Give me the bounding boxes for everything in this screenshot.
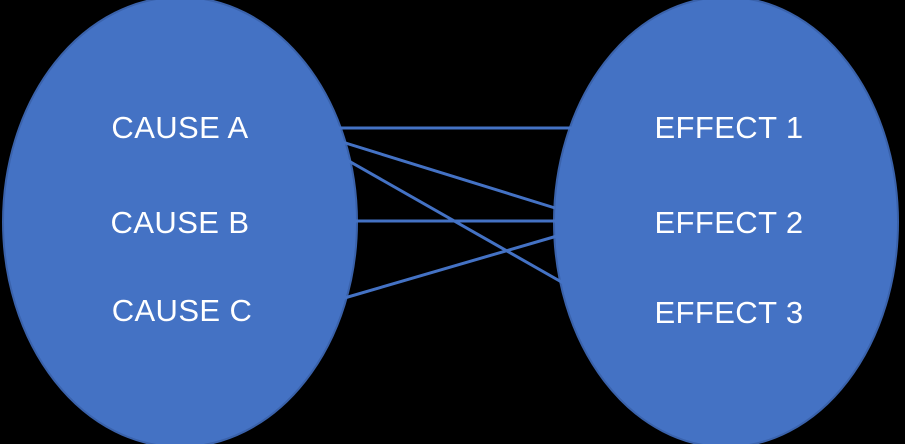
effect-1-label: EFFECT 1 — [654, 110, 803, 145]
cause-a-label: CAUSE A — [111, 110, 248, 145]
cause-b-label: CAUSE B — [111, 205, 250, 240]
effect-2-label: EFFECT 2 — [654, 205, 803, 240]
cause-c-label: CAUSE C — [112, 293, 253, 328]
connector-lines — [337, 126, 571, 301]
connector-cause-c-effect-2[interactable] — [340, 234, 558, 301]
connector-cause-a-effect-2[interactable] — [338, 139, 556, 210]
effect-3-label: EFFECT 3 — [654, 295, 803, 330]
